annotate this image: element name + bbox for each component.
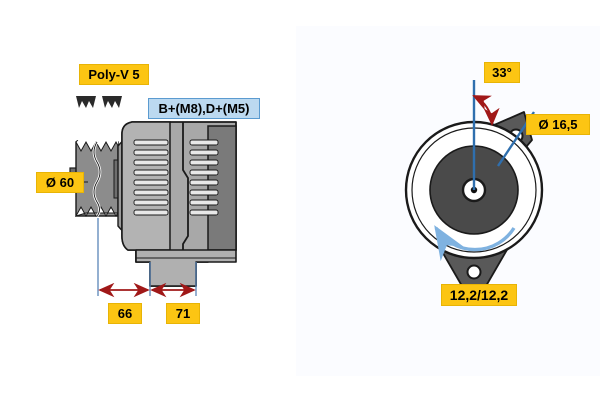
rotation-arrow-icon [434, 225, 516, 262]
callout-mounting-1212: 12,2/12,2 [441, 284, 517, 306]
callout-bolt-diameter: Ø 16,5 [526, 114, 590, 135]
callout-pulley-diameter: Ø 60 [36, 172, 84, 193]
callout-dimension-66: 66 [108, 303, 142, 324]
poly-v-belt-profile-icon [76, 96, 122, 108]
callout-dimension-71: 71 [166, 303, 200, 324]
extension-lines [97, 218, 197, 296]
callout-angle-33: 33° [484, 62, 520, 83]
side-view-group [69, 121, 237, 298]
callout-terminals: B+(M8),D+(M5) [148, 98, 260, 119]
callout-poly-v: Poly-V 5 [79, 64, 149, 85]
cooling-slots [133, 139, 219, 216]
end-view-group [404, 80, 544, 287]
